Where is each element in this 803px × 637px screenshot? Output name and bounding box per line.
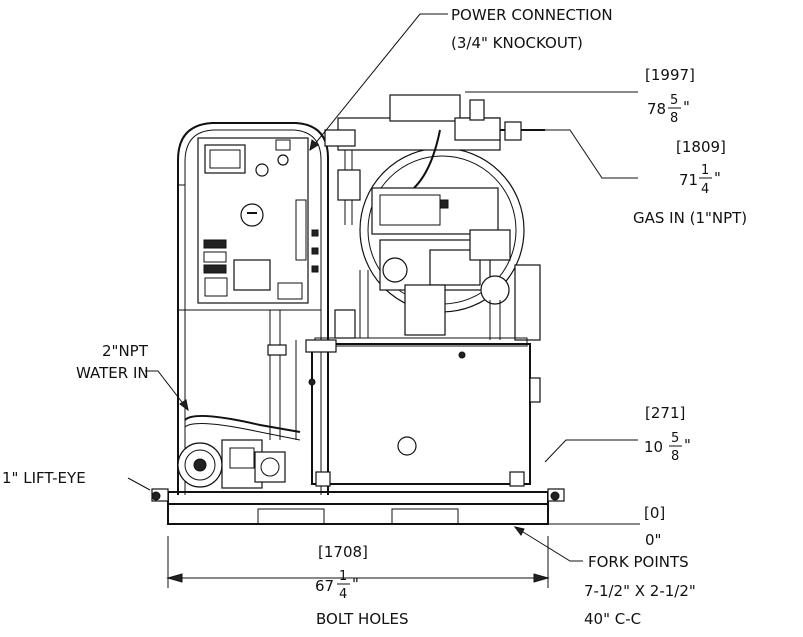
dial-knob [240,203,264,227]
boiler-body [311,343,531,485]
svg-text:[0]: [0] [644,504,665,522]
bolt-holes-label: BOLT HOLES [316,610,409,628]
svg-text:[1997]: [1997] [645,66,695,84]
svg-text:[1708]: [1708] [318,543,368,561]
svg-text:[1809]: [1809] [676,138,726,156]
svg-text:": " [684,436,691,454]
svg-text:5: 5 [670,93,678,108]
power-connection-label: POWER CONNECTION [451,6,613,24]
svg-text:8: 8 [670,111,678,126]
dimension-gas-height: [1809] 71 1 4 " [676,138,726,197]
svg-text:": " [714,169,721,187]
svg-text:1: 1 [339,569,347,584]
display-screen [204,144,246,174]
dimension-base: [0] 0" [644,504,665,549]
fork-pocket-left [257,508,325,525]
fork-points-spacing-label: 40" C-C [584,610,641,628]
svg-text:78: 78 [647,100,666,118]
power-switch [277,154,289,166]
dimension-overall-height: [1997] 78 5 8 " [645,66,695,126]
svg-text:4: 4 [701,182,709,197]
svg-text:5: 5 [671,431,679,446]
indicator-light [255,163,269,177]
svg-text:8: 8 [671,449,679,464]
leader-lines [127,13,640,588]
water-in-label: WATER IN [76,364,149,382]
callouts: POWER CONNECTION (3/4" KNOCKOUT) GAS IN … [2,6,747,628]
control-cabinet-inner [184,129,322,495]
svg-text:71: 71 [679,171,698,189]
skid-base [167,491,549,505]
water-in-size-label: 2"NPT [102,342,149,360]
dimension-bolt-span: [1708] 67 1 4 " [315,543,368,602]
svg-text:": " [352,575,359,593]
burner-blower [371,187,499,235]
terminal-block [233,259,271,291]
svg-text:[271]: [271] [645,404,685,422]
gas-in-label: GAS IN (1"NPT) [633,209,747,227]
svg-text:0": 0" [645,531,661,549]
sight-port [397,436,417,456]
lift-eye-label: 1" LIFT-EYE [2,469,86,487]
svg-text:10: 10 [644,438,663,456]
dimension-water-height: [271] 10 5 8 " [644,404,691,464]
fork-points-size-label: 7-1/2" X 2-1/2" [584,582,696,600]
knockout-label: (3/4" KNOCKOUT) [451,34,583,52]
boiler-unit [151,94,565,525]
svg-text:": " [683,98,690,116]
fork-points-label: FORK POINTS [588,553,689,571]
svg-text:4: 4 [339,587,347,602]
svg-text:1: 1 [701,163,709,178]
svg-text:67: 67 [315,577,334,595]
fork-pocket-right [391,508,459,525]
